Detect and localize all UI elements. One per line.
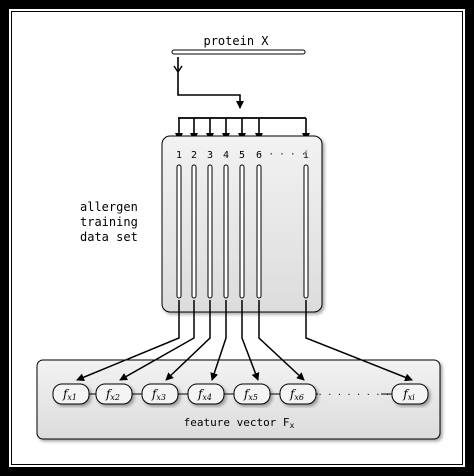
feature-node-7: fxi xyxy=(391,383,429,405)
feature-node-2: fx2 xyxy=(95,383,133,405)
feature-node-label: fx5 xyxy=(243,387,258,402)
feature-node-sub: x5 xyxy=(248,393,258,402)
feature-node-5: fx5 xyxy=(233,383,271,405)
feature-node-pill xyxy=(52,383,90,405)
protein-sequence-bar xyxy=(171,49,306,55)
feature-node-pill xyxy=(391,383,429,405)
column-label-7: i xyxy=(303,150,309,161)
column-label-6: 6 xyxy=(256,150,262,161)
feature-node-main: f xyxy=(289,387,297,401)
feature-node-sub: x2 xyxy=(110,393,120,402)
feature-ellipsis: · · · · · · · · · xyxy=(308,390,390,399)
output-arrow-7 xyxy=(305,300,413,382)
column-label-1: 1 xyxy=(176,150,182,161)
feature-node-main: f xyxy=(105,387,113,401)
feature-node-3: fx3 xyxy=(141,383,179,405)
column-bar-5 xyxy=(239,164,245,299)
output-arrow-2 xyxy=(119,300,195,381)
feature-node-pill xyxy=(233,383,271,405)
feature-node-6: fx6 xyxy=(279,383,317,405)
column-bar-4 xyxy=(223,164,229,299)
column-bar-6 xyxy=(256,164,262,299)
feature-node-label: fx2 xyxy=(105,387,120,402)
feature-node-label: fx6 xyxy=(289,387,304,402)
feature-node-sub: x3 xyxy=(156,393,166,402)
feature-node-label: fxi xyxy=(402,387,415,402)
column-bar-2 xyxy=(191,164,197,299)
column-label-4: 4 xyxy=(223,150,229,161)
feature-node-pill xyxy=(279,383,317,405)
output-arrow-5 xyxy=(241,300,260,381)
feature-node-sub: x4 xyxy=(202,393,212,402)
feature-node-label: fx4 xyxy=(197,387,212,402)
feature-vector-label-sub: x xyxy=(290,421,295,430)
output-arrow-3 xyxy=(165,300,211,381)
output-arrow-6 xyxy=(258,300,305,381)
protein-to-dataset-arrow xyxy=(177,57,244,109)
feature-vector-label-main: feature vector F xyxy=(184,416,290,429)
dataset-label-line-2: training xyxy=(80,215,138,229)
feature-node-main: f xyxy=(197,387,205,401)
output-arrow-4 xyxy=(210,300,227,381)
feature-node-4: fx4 xyxy=(187,383,225,405)
column-ellipsis: · · · · · xyxy=(258,150,307,160)
output-arrow-1 xyxy=(76,300,180,382)
column-bar-1 xyxy=(176,164,182,299)
column-bar-7 xyxy=(303,164,309,299)
protein-input-arrowhead xyxy=(173,65,183,74)
column-label-3: 3 xyxy=(207,150,213,161)
feature-node-pill xyxy=(141,383,179,405)
feature-node-sub: xi xyxy=(408,393,416,402)
feature-node-main: f xyxy=(62,387,70,401)
feature-vector-label: feature vector Fx xyxy=(184,416,295,430)
feature-node-pill xyxy=(187,383,225,405)
feature-node-pill xyxy=(95,383,133,405)
column-label-2: 2 xyxy=(191,150,197,161)
protein-label: protein X xyxy=(203,34,269,48)
feature-node-1: fx1 xyxy=(52,383,90,405)
feature-node-label: fx1 xyxy=(62,387,77,402)
dataset-label-line-1: allergen xyxy=(80,200,138,214)
column-bar-3 xyxy=(207,164,213,299)
feature-node-sub: x6 xyxy=(294,393,304,402)
feature-node-label: fx3 xyxy=(151,387,166,402)
feature-node-main: f xyxy=(151,387,159,401)
column-label-5: 5 xyxy=(239,150,245,161)
feature-node-main: f xyxy=(402,387,410,401)
feature-node-main: f xyxy=(243,387,251,401)
feature-node-sub: x1 xyxy=(67,393,77,402)
dataset-label-line-3: data set xyxy=(80,230,138,244)
